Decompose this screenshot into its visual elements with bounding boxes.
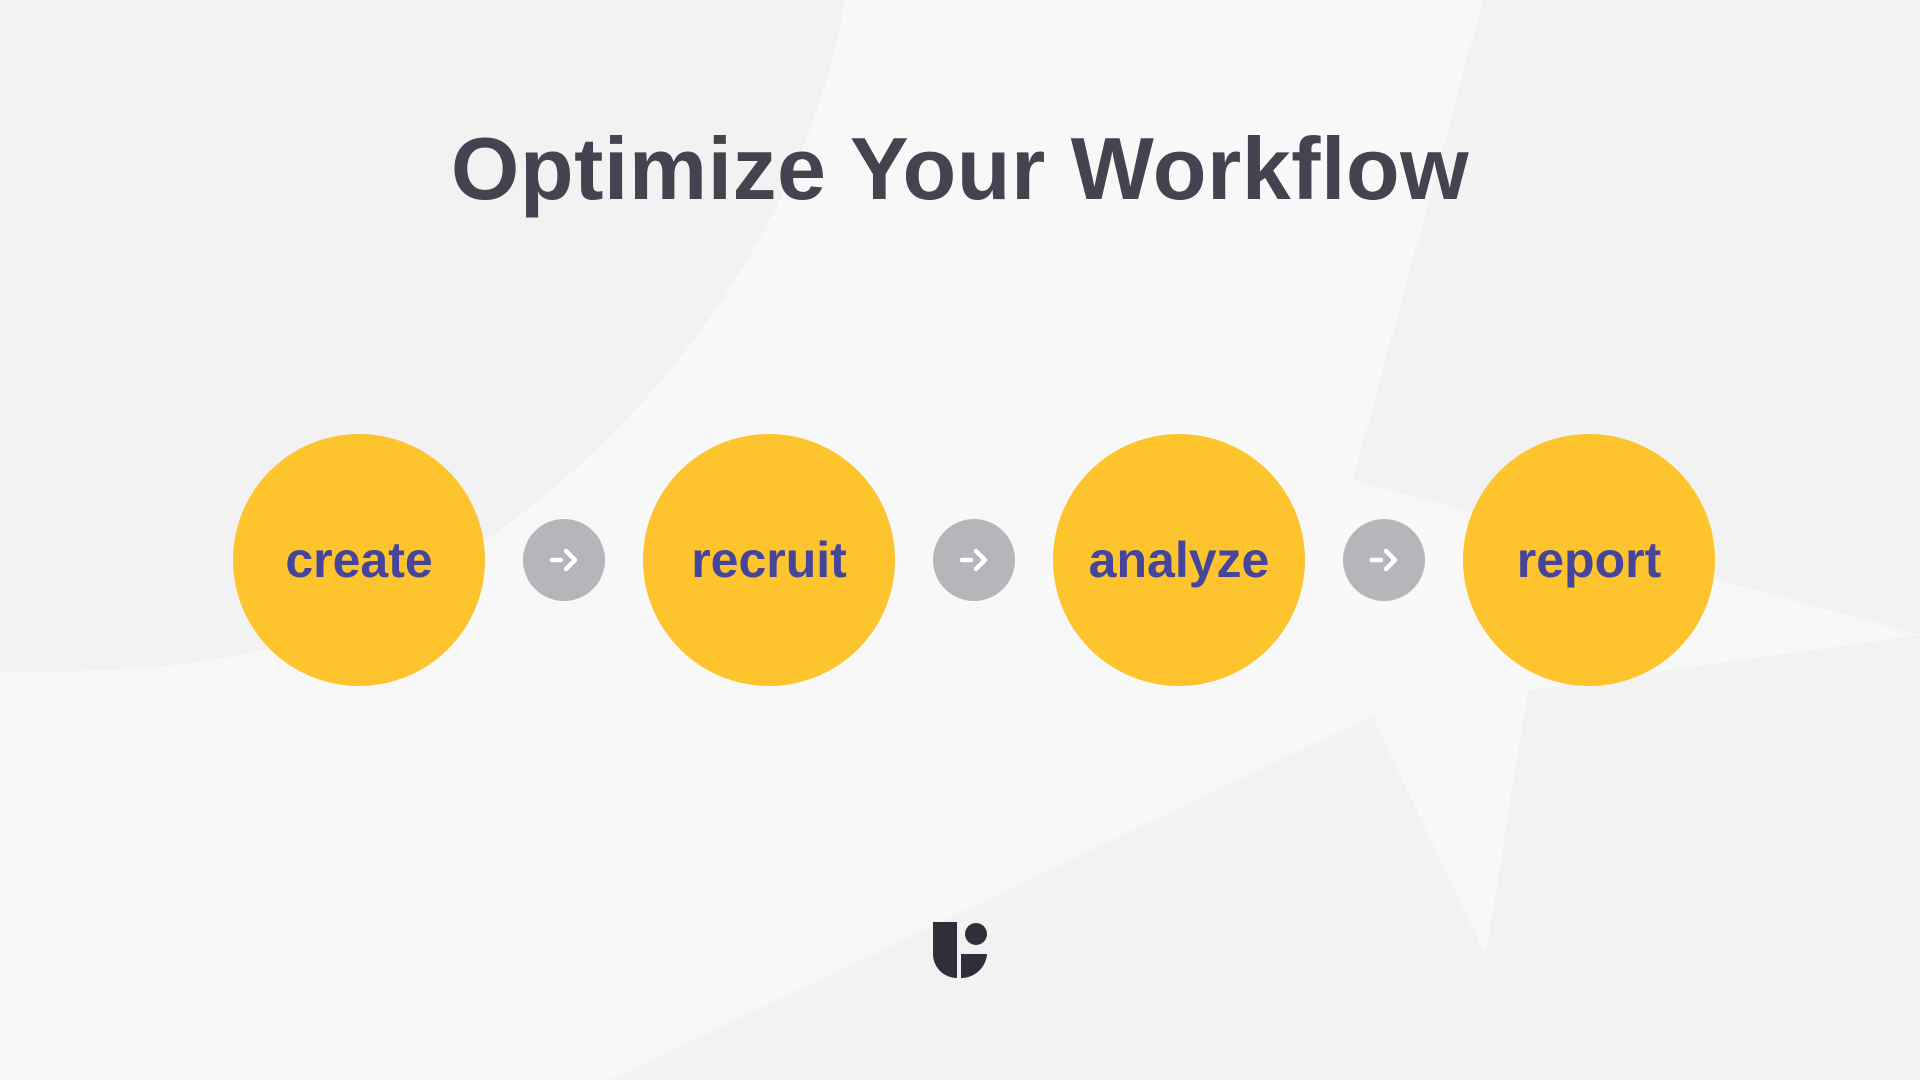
brand-logo-icon — [933, 922, 987, 978]
connector-arrow — [933, 519, 1015, 601]
arrow-right-icon — [959, 548, 988, 572]
arrow-right-icon — [549, 548, 578, 572]
step-label: recruit — [691, 532, 847, 588]
step-report: report — [1463, 434, 1715, 686]
page-title: Optimize Your Workflow — [450, 119, 1470, 218]
step-analyze: analyze — [1053, 434, 1305, 686]
connector-arrow — [1343, 519, 1425, 601]
step-recruit: recruit — [643, 434, 895, 686]
connector-arrow — [523, 519, 605, 601]
step-label: report — [1516, 532, 1662, 588]
arrow-right-icon — [1369, 548, 1398, 572]
step-label: analyze — [1088, 532, 1270, 588]
step-label: create — [285, 532, 433, 588]
step-create: create — [233, 434, 485, 686]
